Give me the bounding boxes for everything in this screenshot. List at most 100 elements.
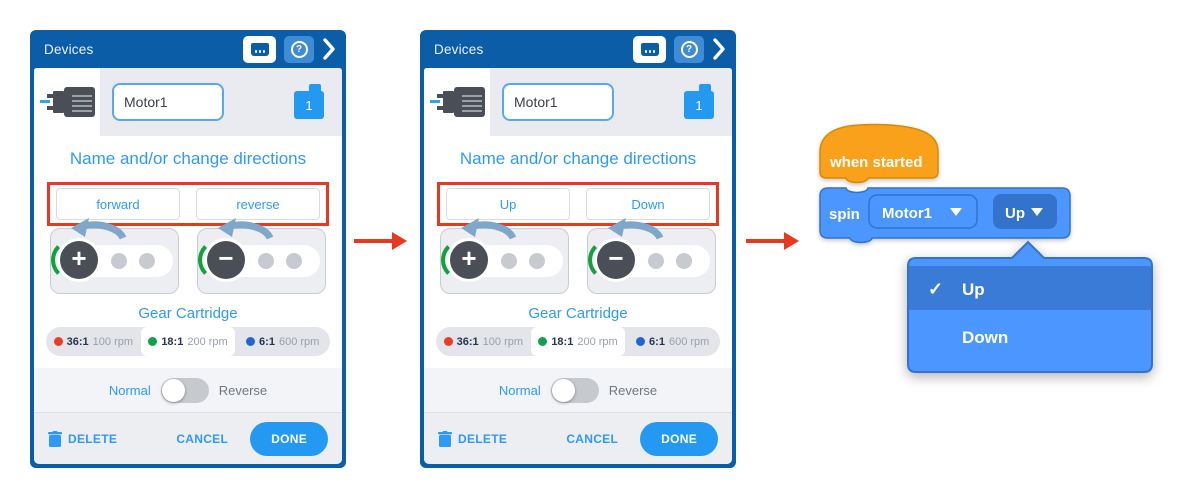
motor-direction-graphics: + − (440, 218, 716, 294)
direction-dropdown-menu: ✓ Up Down (907, 240, 1153, 373)
toggle-normal-label: Normal (498, 382, 541, 398)
plus-icon: + (450, 241, 488, 279)
red-dot-icon (53, 337, 63, 346)
panel-header: Devices ? (34, 30, 342, 68)
rotation-arrow-icon (218, 218, 274, 240)
menu-item-up[interactable]: ✓ Up (909, 266, 1151, 310)
port-icon (250, 42, 269, 56)
panel-footer: DELETE CANCEL DONE (424, 412, 732, 464)
port-badge-number: 1 (294, 91, 324, 119)
gear-cartridge-title: Gear Cartridge (138, 305, 238, 322)
checkmark-icon: ✓ (928, 279, 943, 299)
question-icon: ? (290, 40, 308, 58)
direction-toggle-row: Normal Reverse (424, 368, 732, 412)
direction-dropdown-value: Up (1005, 205, 1025, 222)
rotation-arrow-icon (461, 218, 517, 240)
chevron-down-icon (1031, 208, 1043, 216)
panel-header: Devices ? (424, 30, 732, 68)
help-button[interactable]: ? (284, 35, 314, 63)
blue-dot-icon (246, 337, 256, 346)
chevron-down-icon (950, 208, 962, 216)
help-button[interactable]: ? (674, 35, 704, 63)
green-arc-icon (588, 239, 630, 281)
normal-reverse-toggle[interactable] (550, 377, 599, 403)
motor-forward-graphic: + (440, 218, 569, 294)
port-icon (640, 42, 659, 56)
done-button[interactable]: DONE (250, 421, 328, 456)
motor-dropdown-value: Motor1 (882, 205, 932, 222)
highlight-box (437, 182, 719, 226)
toggle-reverse-label: Reverse (608, 382, 658, 398)
delete-button[interactable]: DELETE (438, 430, 507, 447)
motor-reverse-graphic: − (587, 218, 716, 294)
direction-b-input[interactable] (196, 188, 320, 220)
section-title: Name and/or change directions (69, 149, 307, 168)
chevron-right-icon (713, 38, 725, 60)
minus-icon: − (207, 241, 245, 279)
motor-forward-graphic: + (50, 218, 179, 294)
delete-button[interactable]: DELETE (48, 430, 117, 447)
green-arc-icon (51, 239, 93, 281)
direction-toggle-row: Normal Reverse (34, 368, 342, 412)
panel-title: Devices (434, 41, 484, 57)
port-badge-tab (699, 84, 711, 93)
device-panel-up-down: Devices ? (420, 30, 736, 468)
collapse-chevron-button[interactable] (712, 38, 726, 60)
chevron-right-icon (323, 38, 335, 60)
motor-reverse-graphic: − (197, 218, 326, 294)
red-dot-icon (443, 337, 453, 346)
panel-body: 1 Name and/or change directions + (424, 68, 732, 464)
highlight-box (47, 182, 329, 226)
device-name-input[interactable] (502, 83, 614, 121)
gear-option-6-1[interactable]: 6:1 600 rpm (625, 327, 720, 356)
gear-option-18-1[interactable]: 18:1 200 rpm (140, 327, 236, 356)
spin-block[interactable]: spin Motor1 Up (816, 184, 1074, 246)
menu-item-label: Down (962, 328, 1008, 347)
port-badge-tab (309, 84, 321, 93)
ports-button[interactable] (633, 35, 666, 63)
green-arc-icon (441, 239, 483, 281)
device-name-input[interactable] (112, 83, 224, 121)
direction-b-input[interactable] (586, 188, 710, 220)
direction-dropdown[interactable]: Up (993, 194, 1057, 229)
motor-icon (40, 83, 96, 121)
green-dot-icon (538, 337, 548, 346)
port-number-badge[interactable]: 1 (684, 84, 716, 120)
device-row: 1 (34, 68, 342, 136)
trash-icon (438, 430, 452, 447)
question-icon: ? (680, 40, 698, 58)
normal-reverse-toggle[interactable] (160, 377, 209, 403)
cancel-button[interactable]: CANCEL (176, 431, 229, 446)
gear-option-36-1[interactable]: 36:1 100 rpm (46, 327, 141, 356)
direction-a-input[interactable] (56, 188, 180, 220)
menu-item-down[interactable]: Down (962, 328, 1008, 347)
panel-title: Devices (44, 41, 94, 57)
collapse-chevron-button[interactable] (322, 38, 336, 60)
gear-option-6-1[interactable]: 6:1 600 rpm (235, 327, 330, 356)
gear-cartridge-selector: 36:1 100 rpm 18:1 200 rpm 6:1 600 rpm (436, 327, 720, 356)
device-row: 1 (424, 68, 732, 136)
when-started-hat-block[interactable]: when started (816, 122, 944, 190)
port-badge-number: 1 (684, 91, 714, 119)
toggle-knob (551, 378, 575, 402)
green-dot-icon (148, 337, 158, 346)
motor-dropdown[interactable]: Motor1 (868, 194, 978, 229)
direction-a-input[interactable] (446, 188, 570, 220)
done-button[interactable]: DONE (640, 421, 718, 456)
rotation-arrow-icon (608, 218, 664, 240)
toggle-normal-label: Normal (108, 382, 151, 398)
cancel-button[interactable]: CANCEL (566, 431, 619, 446)
blue-dot-icon (636, 337, 646, 346)
gear-cartridge-selector: 36:1 100 rpm 18:1 200 rpm 6:1 600 rpm (46, 327, 330, 356)
device-panel-forward-reverse: Devices ? (30, 30, 346, 468)
flow-arrow-icon (746, 232, 799, 250)
hat-block-label: when started (829, 154, 923, 171)
minus-icon: − (597, 241, 635, 279)
port-number-badge[interactable]: 1 (294, 84, 326, 120)
ports-button[interactable] (243, 35, 276, 63)
gear-option-36-1[interactable]: 36:1 100 rpm (436, 327, 531, 356)
rotation-arrow-icon (71, 218, 127, 240)
gear-option-18-1[interactable]: 18:1 200 rpm (530, 327, 626, 356)
menu-item-label: Up (962, 280, 985, 299)
